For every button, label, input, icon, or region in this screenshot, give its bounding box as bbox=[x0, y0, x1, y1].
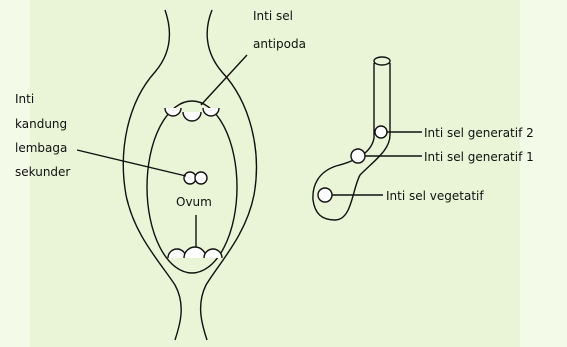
label-ovum: Ovum bbox=[176, 195, 212, 209]
label-generatif-2: Inti sel generatif 2 bbox=[424, 126, 534, 140]
leader-sekunder bbox=[77, 150, 186, 176]
ovule-outer-left bbox=[123, 10, 181, 340]
generative-nucleus-2 bbox=[375, 126, 387, 138]
secondary-nucleus bbox=[184, 172, 207, 184]
generative-nucleus-1 bbox=[351, 149, 365, 163]
label-vegetatif: Inti sel vegetatif bbox=[386, 189, 484, 203]
label-sekunder-line4: sekunder bbox=[15, 165, 70, 179]
label-sekunder-line2: kandung bbox=[15, 117, 67, 131]
ovule-outer-right bbox=[201, 10, 257, 340]
label-generatif-1: Inti sel generatif 1 bbox=[424, 150, 534, 164]
antipodal-cells bbox=[165, 108, 219, 121]
label-sekunder-line3: lembaga bbox=[15, 141, 67, 155]
label-antipoda-line1: Inti sel bbox=[253, 9, 293, 23]
egg-apparatus bbox=[168, 215, 222, 258]
vegetative-nucleus bbox=[318, 188, 332, 202]
pollen-tube-tip bbox=[374, 57, 390, 65]
ovule-diagram bbox=[77, 10, 256, 340]
label-antipoda-line2: antipoda bbox=[253, 37, 306, 51]
label-sekunder-line1: Inti bbox=[15, 92, 34, 106]
